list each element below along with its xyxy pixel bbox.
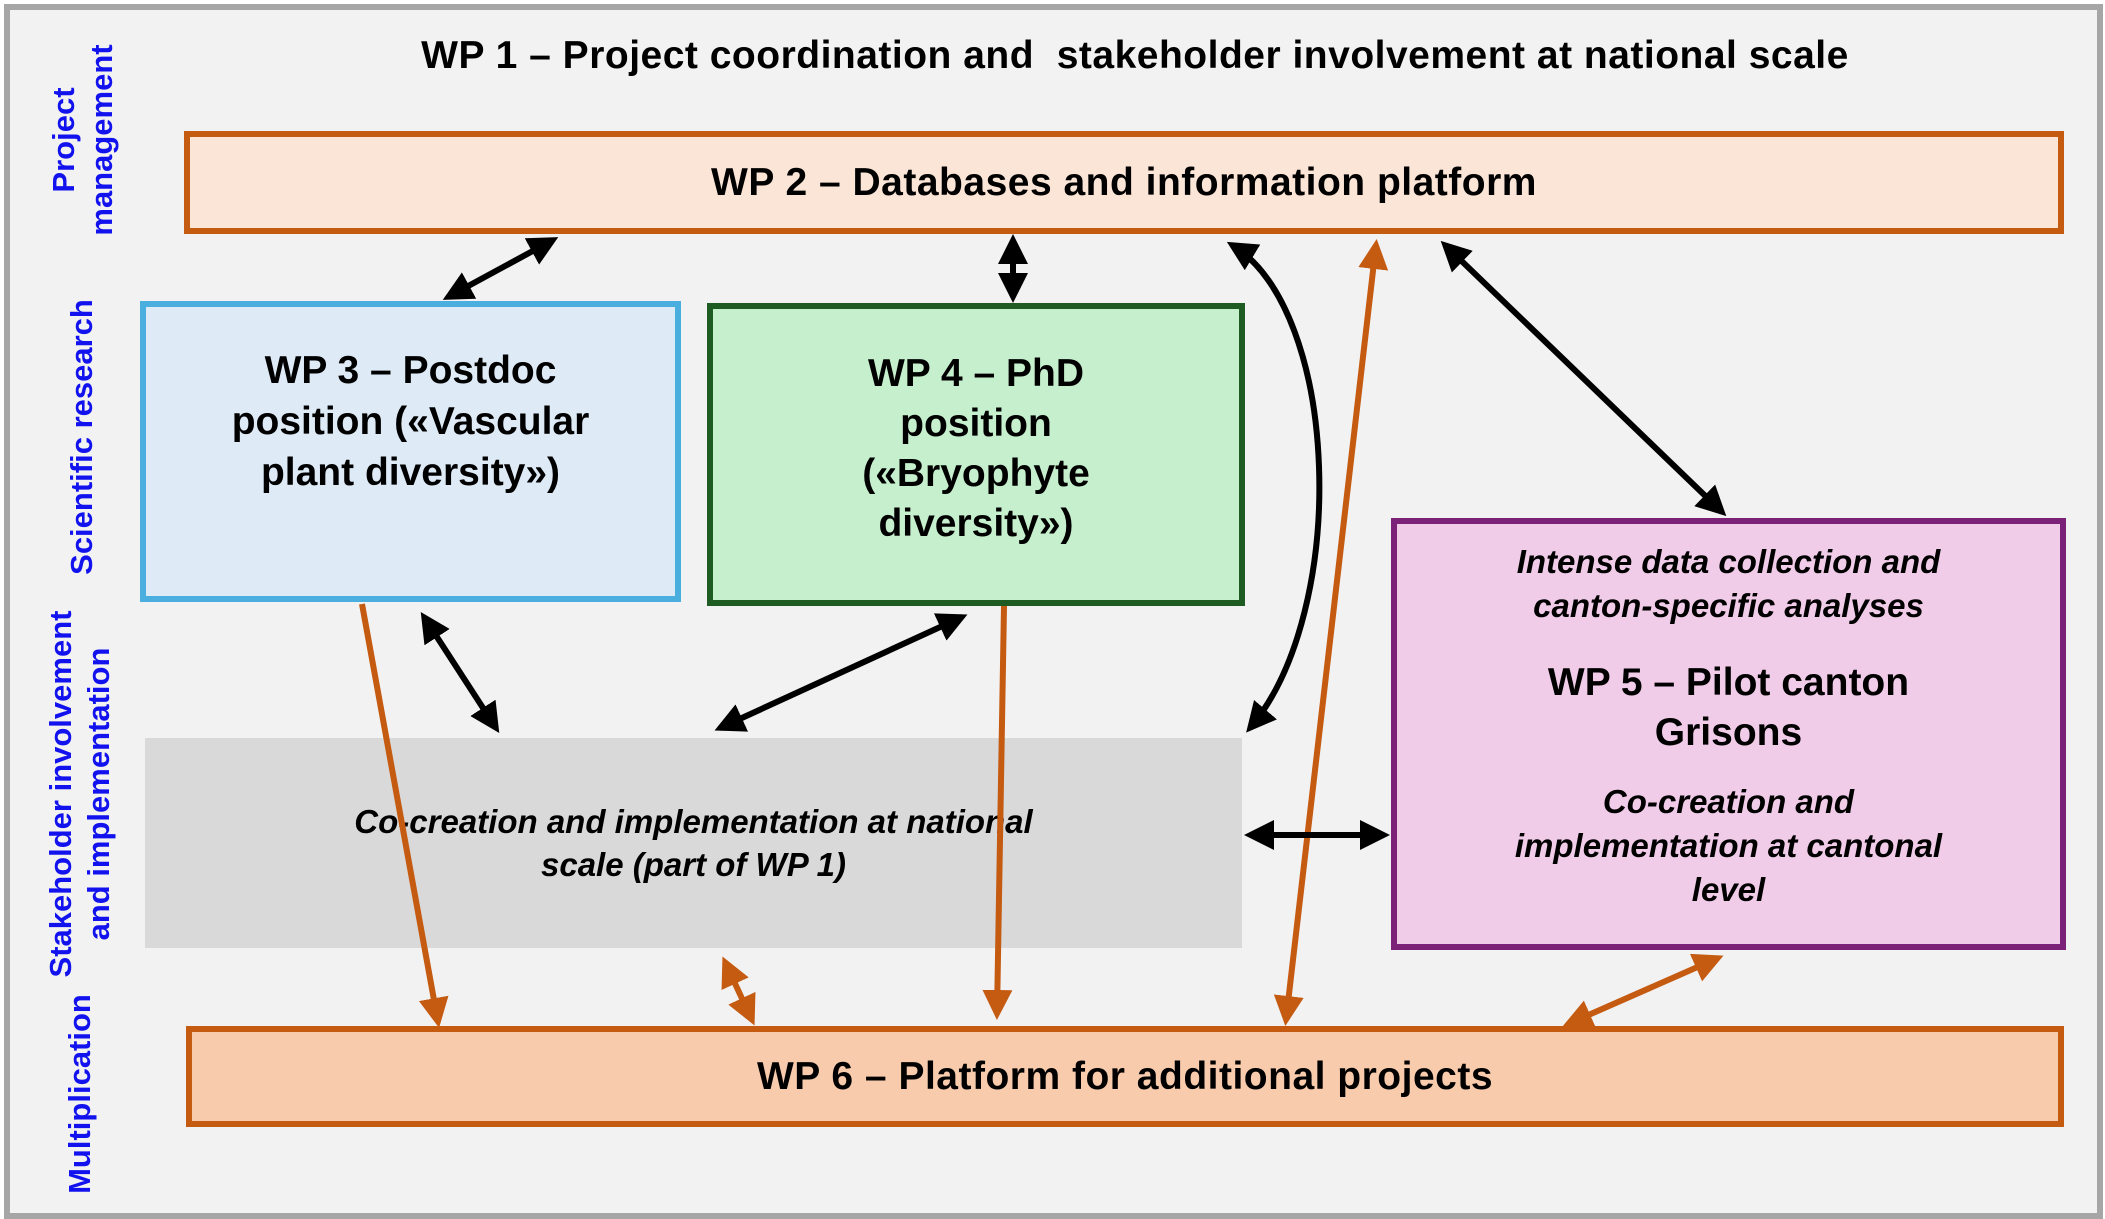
arrow-wp3-cocreation — [420, 611, 500, 734]
cocreation-box[interactable]: Co-creation and implementation at nation… — [145, 738, 1242, 948]
wp5-subtitle-line: Intense data collection and — [1516, 543, 1941, 580]
wp5-title-line: Grisons — [1654, 711, 1803, 754]
wp3-line: plant diversity») — [260, 451, 561, 494]
wp5-subtitle: Intense data collection and canton-speci… — [1517, 540, 1941, 628]
arrow-wp2-wp5 — [1440, 240, 1727, 517]
wp4-line: («Bryophyte — [862, 452, 1090, 495]
wp3-line: WP 3 – Postdoc — [264, 349, 557, 392]
wp2-label: WP 2 – Databases and information platfor… — [711, 160, 1537, 204]
wp5-title-line: WP 5 – Pilot canton — [1547, 661, 1910, 704]
wp1-title: WP 1 – Project coordination and stakehol… — [421, 34, 1849, 77]
wp5-box[interactable]: Intense data collection and canton-speci… — [1391, 518, 2066, 950]
arrow-wp5-wp6 — [1562, 953, 1724, 1029]
wp6-box[interactable]: WP 6 – Platform for additional projects — [186, 1026, 2064, 1127]
cocreation-line: Co-creation and implementation at nation… — [354, 803, 1033, 840]
wp5-footer-line: Co-creation and — [1602, 783, 1855, 820]
wp5-footer-line: implementation at cantonal — [1514, 827, 1943, 864]
wp3-box[interactable]: WP 3 – Postdoc position («Vascular plant… — [140, 301, 681, 602]
wp3-line: position («Vascular — [231, 400, 590, 443]
arrow-wp4-cocreation — [714, 613, 968, 732]
wp2-box[interactable]: WP 2 – Databases and information platfor… — [184, 131, 2064, 234]
wp5-subtitle-line: canton-specific analyses — [1533, 587, 1924, 624]
arrow-wp2-wp3 — [442, 237, 559, 300]
wp4-line: position — [900, 402, 1052, 445]
wp4-box[interactable]: WP 4 – PhD position («Bryophyte diversit… — [707, 303, 1245, 606]
arrow-wp2-cocreation — [1226, 241, 1323, 733]
arrow-cocreation-wp6 — [721, 956, 756, 1026]
arrow-wp4-to-wp6 — [982, 605, 1013, 1020]
wp4-line: WP 4 – PhD — [867, 352, 1084, 395]
arrow-wp2-wp6 — [1273, 239, 1389, 1026]
arrow-wp3-to-wp6 — [359, 603, 449, 1028]
wp5-title: WP 5 – Pilot canton Grisons — [1548, 658, 1909, 758]
wp5-footer: Co-creation and implementation at canton… — [1515, 780, 1942, 912]
cocreation-line: scale (part of WP 1) — [540, 846, 846, 883]
wp4-line: diversity») — [878, 502, 1074, 545]
wp5-footer-line: level — [1691, 871, 1766, 908]
wp6-label: WP 6 – Platform for additional projects — [756, 1054, 1494, 1098]
